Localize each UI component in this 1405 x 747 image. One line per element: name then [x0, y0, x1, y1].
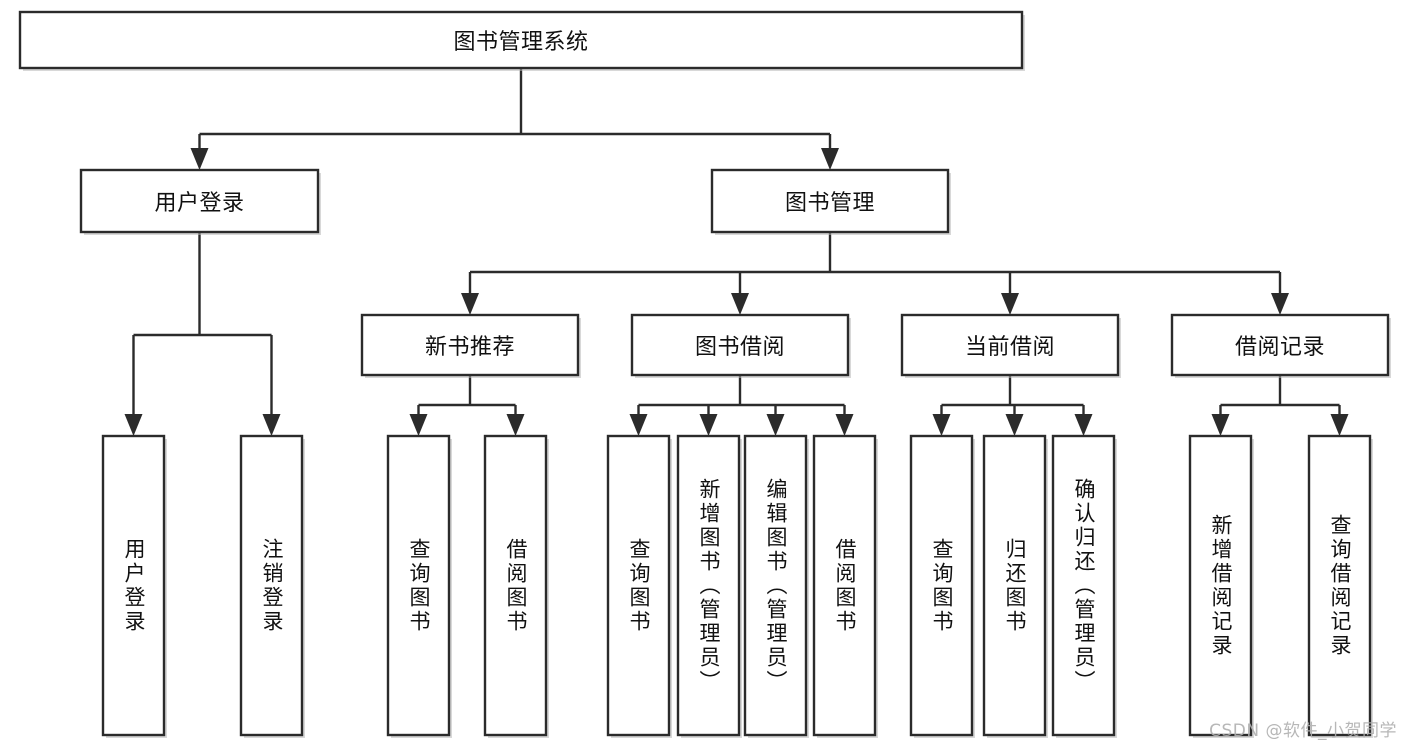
- arrow-head-icon: [821, 148, 839, 170]
- node-leaf-add-record: [1188, 434, 1253, 737]
- node-leaf-borrow-book-1: [483, 434, 548, 737]
- node-root: [18, 10, 1024, 70]
- arrow-head-icon: [190, 148, 209, 170]
- arrow-head-icon: [1001, 293, 1019, 315]
- node-borrow-record: [1170, 313, 1390, 377]
- arrow-head-icon: [262, 414, 281, 436]
- arrow-head-icon: [1005, 414, 1024, 436]
- edges-layer: [124, 68, 1349, 436]
- arrow-head-icon: [932, 414, 951, 436]
- node-book-manage: [710, 168, 950, 234]
- arrow-head-icon: [409, 414, 428, 436]
- arrow-head-icon: [629, 414, 648, 436]
- node-leaf-query-book-2: [606, 434, 671, 737]
- arrow-head-icon: [461, 293, 479, 315]
- arrow-head-icon: [835, 414, 854, 436]
- node-current-borrow: [900, 313, 1120, 377]
- node-leaf-user-login: [101, 434, 166, 737]
- node-new-book-rec: [360, 313, 580, 377]
- node-leaf-return-book: [982, 434, 1047, 737]
- node-leaf-query-record: [1307, 434, 1372, 737]
- arrow-head-icon: [1074, 414, 1093, 436]
- node-leaf-add-book: [676, 434, 741, 737]
- arrow-head-icon: [766, 414, 785, 436]
- boxes-layer: [18, 10, 1390, 737]
- node-leaf-borrow-book-2: [812, 434, 877, 737]
- arrow-head-icon: [506, 414, 525, 436]
- arrow-head-icon: [731, 293, 749, 315]
- node-leaf-user-logout: [239, 434, 304, 737]
- node-leaf-query-book-3: [909, 434, 974, 737]
- arrow-head-icon: [1271, 293, 1289, 315]
- node-leaf-query-book-1: [386, 434, 451, 737]
- arrow-head-icon: [699, 414, 718, 436]
- watermark-text: CSDN @软件_小贺同学: [1209, 721, 1397, 741]
- node-book-borrow: [630, 313, 850, 377]
- arrow-head-icon: [124, 414, 143, 436]
- node-leaf-confirm-return: [1051, 434, 1116, 737]
- node-user-login: [79, 168, 320, 234]
- node-leaf-edit-book: [743, 434, 808, 737]
- arrow-head-icon: [1211, 414, 1230, 436]
- arrow-head-icon: [1330, 414, 1349, 436]
